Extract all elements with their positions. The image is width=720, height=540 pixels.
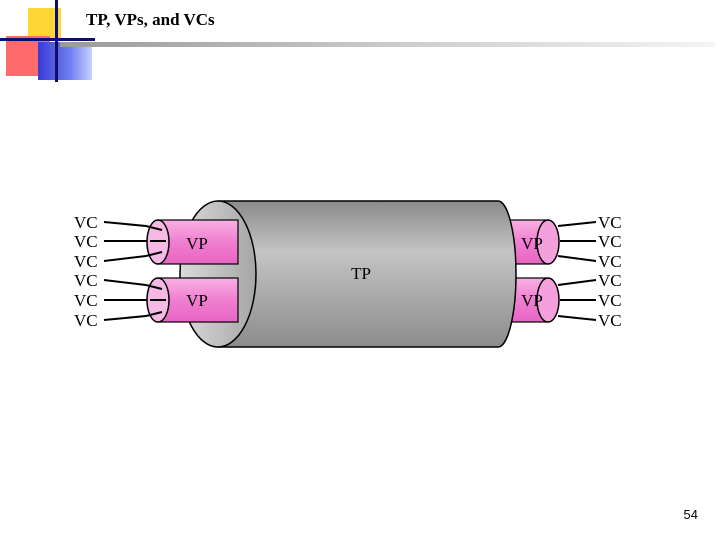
- page-number: 54: [683, 507, 698, 522]
- vc-wires-left-inner: [145, 225, 166, 317]
- vc-label: VC: [598, 311, 622, 330]
- vc-label: VC: [74, 311, 98, 330]
- vp-label-left-bottom: VP: [186, 291, 208, 310]
- vc-label: VC: [598, 271, 622, 290]
- vc-label: VC: [74, 232, 98, 251]
- vp-pipe-left-bottom: [146, 277, 239, 323]
- vc-label: VC: [74, 213, 98, 232]
- vc-label: VC: [598, 252, 622, 271]
- vc-wires-right: [557, 221, 597, 321]
- tp-label: TP: [351, 264, 371, 283]
- vc-label: VC: [74, 271, 98, 290]
- vc-label: VC: [74, 252, 98, 271]
- decor-vertical-line: [55, 0, 58, 82]
- slide-title: TP, VPs, and VCs: [86, 10, 215, 29]
- vc-labels-right: VC VC VC VC VC VC: [598, 213, 622, 330]
- decor-horizontal-line: [0, 38, 95, 41]
- vc-label: VC: [598, 213, 622, 232]
- vc-label: VC: [598, 291, 622, 310]
- vp-label-right-top: VP: [521, 234, 543, 253]
- vp-label-left-top: VP: [186, 234, 208, 253]
- vc-wires-left: [103, 221, 150, 321]
- vp-label-right-bottom: VP: [521, 291, 543, 310]
- decor-blue-square: [38, 42, 92, 80]
- vc-label: VC: [598, 232, 622, 251]
- title-underline: [60, 42, 715, 47]
- vc-labels-left: VC VC VC VC VC VC: [74, 213, 98, 330]
- vc-label: VC: [74, 291, 98, 310]
